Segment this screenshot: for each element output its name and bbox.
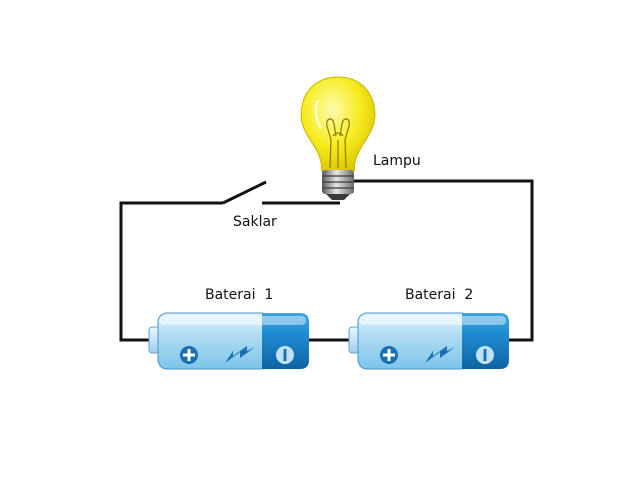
switch-label: Saklar [233,214,277,230]
battery-2-label: Baterai 2 [405,287,474,303]
light-bulb-icon [300,76,376,200]
circuit-wires [119,179,534,342]
lamp-label: Lampu [373,153,421,169]
lightning-icon [425,346,455,363]
battery-1-label: Baterai 1 [205,287,274,303]
lightning-icon [225,346,255,363]
battery-1 [148,312,309,370]
minus-icon [276,346,294,364]
plus-icon [180,346,198,364]
wire-top-right [352,179,534,342]
wire-left [119,201,223,342]
open-switch-icon [222,180,267,205]
battery-2 [348,312,509,370]
minus-icon [476,346,494,364]
plus-icon [380,346,398,364]
